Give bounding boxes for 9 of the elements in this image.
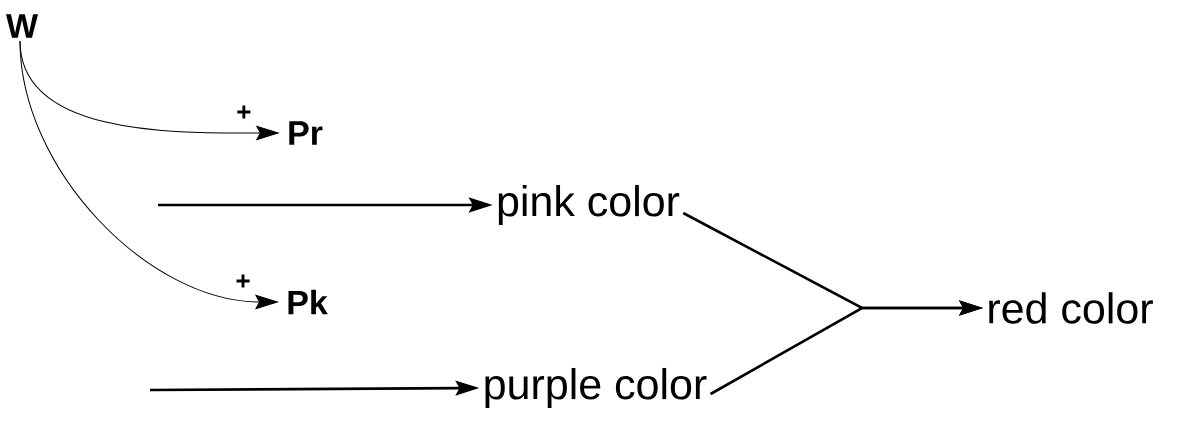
phenotype-label: red color [989,292,1153,324]
gene-label: Pk [288,289,328,315]
phenotype-label: purple color [485,367,707,409]
gene-label: Pr [289,121,323,145]
edge-label: + [236,274,250,288]
edge-label: + [237,105,251,119]
arrow [19,40,278,310]
phenotype-label: pink color [498,184,680,226]
gene-label: W [6,14,38,38]
